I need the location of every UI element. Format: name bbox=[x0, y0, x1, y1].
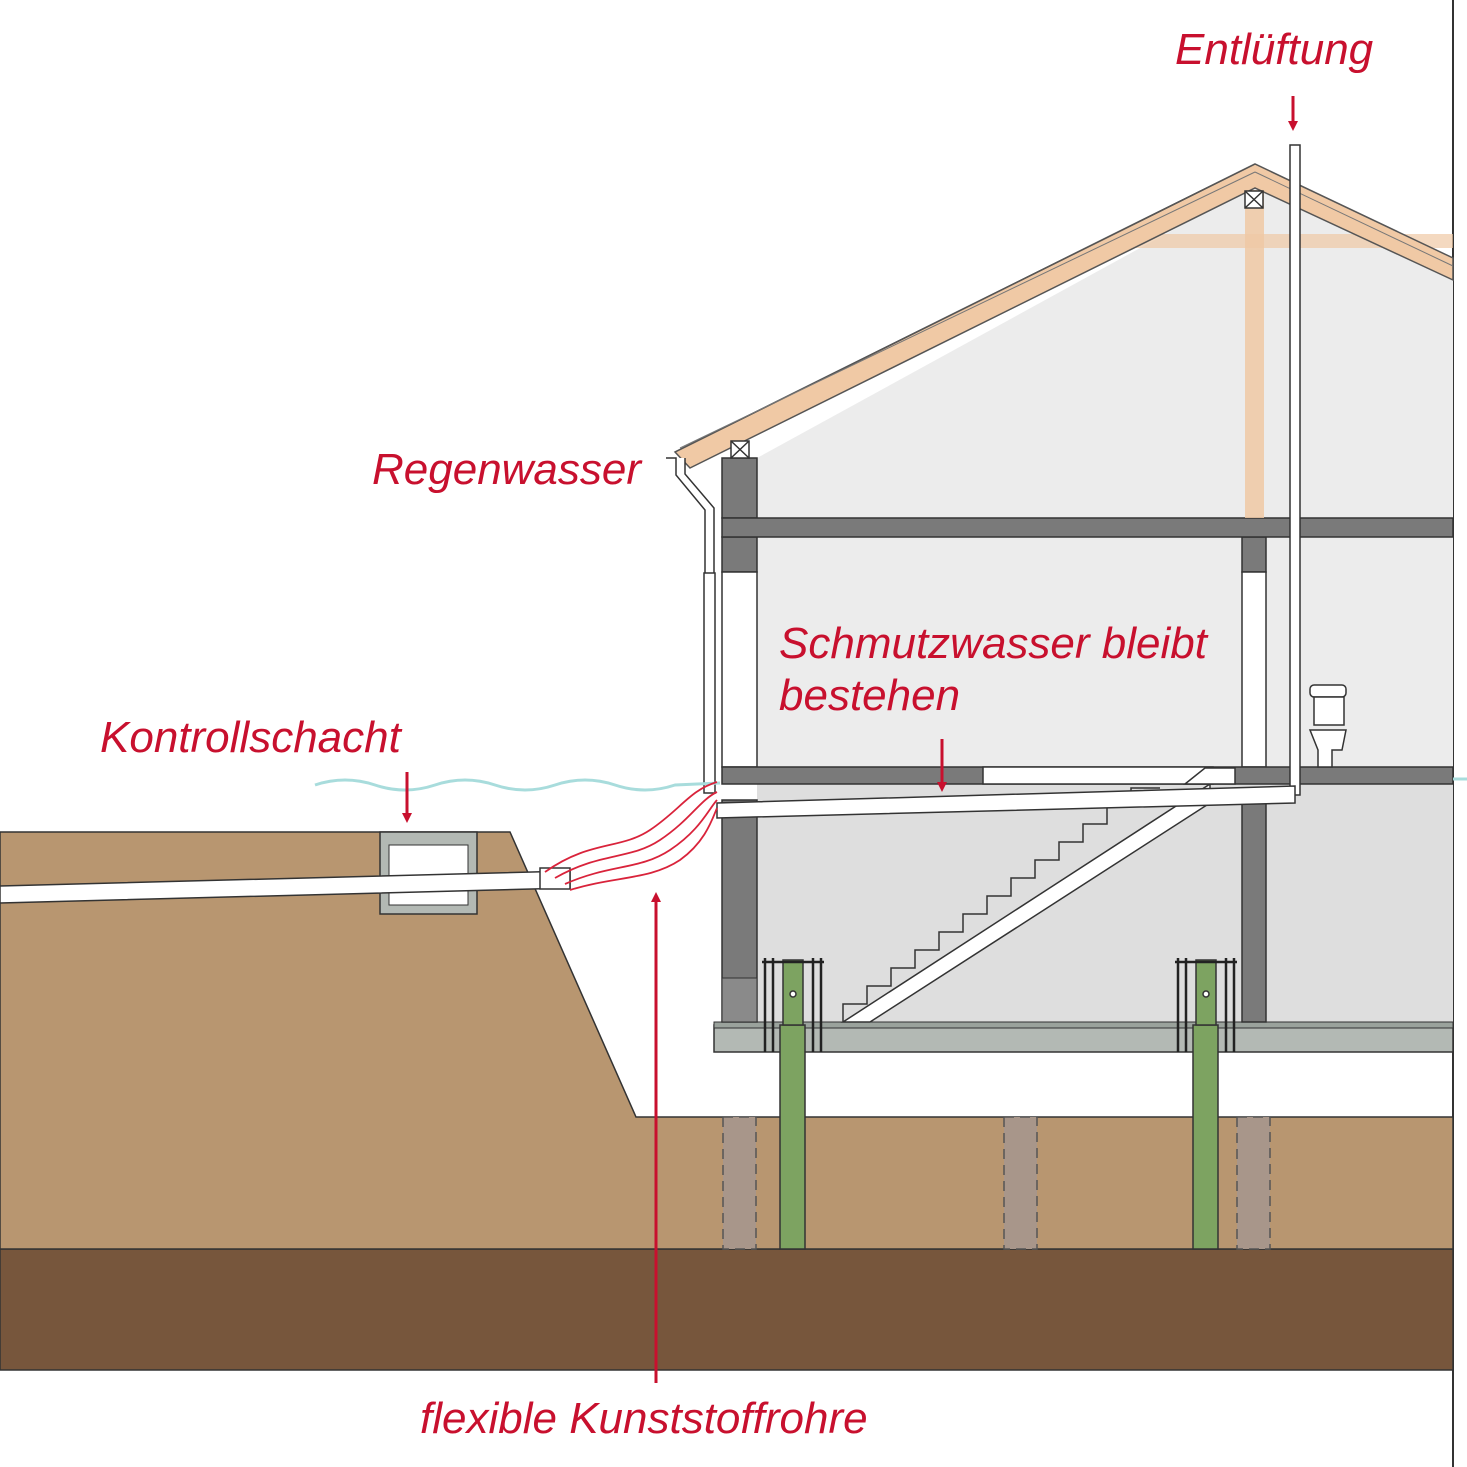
label-kontrollschacht: Kontrollschacht bbox=[100, 713, 401, 762]
label-schmutzwasser-line2: bestehen bbox=[779, 671, 961, 720]
vent-stack bbox=[1289, 144, 1301, 796]
sewage-pipe bbox=[716, 785, 1296, 819]
callout-arrows bbox=[402, 96, 1298, 1383]
control-shaft bbox=[379, 831, 478, 915]
label-entlueftung: Entlüftung bbox=[1175, 25, 1374, 74]
rain-downpipe bbox=[666, 457, 716, 794]
label-regenwasser: Regenwasser bbox=[372, 445, 642, 494]
pipe-joint bbox=[539, 867, 571, 890]
deep-soil-layer bbox=[0, 1248, 1454, 1371]
basement-wall-recess bbox=[721, 977, 758, 1023]
window-openings bbox=[721, 571, 1267, 768]
old-piles bbox=[722, 1116, 1271, 1250]
attic-interior bbox=[757, 185, 1453, 519]
flexible-pipes bbox=[544, 781, 718, 891]
upper-ceiling bbox=[721, 517, 1454, 538]
sewage-pipe-bend bbox=[1182, 767, 1236, 785]
pile-brackets bbox=[762, 958, 1237, 1052]
foundation-slab bbox=[713, 1024, 1454, 1053]
basement-interior bbox=[757, 784, 1453, 1024]
slab-top bbox=[713, 1021, 1454, 1029]
label-schmutzwasser-line1: Schmutzwasser bleibt bbox=[779, 619, 1207, 668]
soil-embankment bbox=[0, 831, 1454, 1250]
water-level-line bbox=[314, 778, 721, 792]
stair-opening bbox=[982, 766, 1214, 785]
label-schmutzwasser: Schmutzwasser bleibt bestehen bbox=[779, 618, 1207, 722]
toilet-icon bbox=[1308, 684, 1347, 768]
green-piles bbox=[779, 959, 1219, 1250]
upper-floor-interior bbox=[757, 537, 1453, 767]
label-flexible-rohre: flexible Kunststoffrohre bbox=[420, 1394, 868, 1443]
